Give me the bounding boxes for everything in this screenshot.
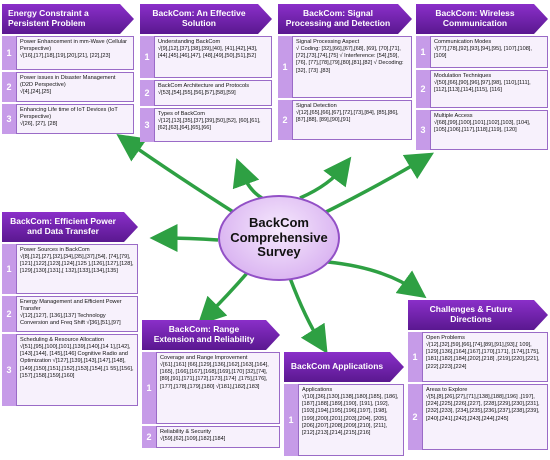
section-header: Challenges & Future Directions	[408, 300, 548, 330]
center-line-1: BackCom	[249, 214, 309, 230]
arrow-to-energy	[116, 133, 239, 217]
section-energy: Energy Constraint a Persistent Problem 1…	[2, 4, 134, 134]
section-header: BackCom Applications	[284, 352, 404, 382]
section-header: BackCom: An Effective Solution	[140, 4, 272, 34]
section-range-extension: BackCom: Range Extension and Reliability…	[142, 320, 280, 448]
section-signal-processing: BackCom: Signal Processing and Detection…	[278, 4, 412, 140]
arrow-to-power	[149, 224, 219, 253]
arrow-to-signal	[299, 156, 352, 200]
center-topic: BackCom Comprehensive Survey	[218, 195, 340, 281]
section-power-data-transfer: BackCom: Efficient Power and Data Transf…	[2, 212, 138, 406]
arrow-to-wireless	[319, 152, 435, 217]
section-header: BackCom: Efficient Power and Data Transf…	[2, 212, 138, 242]
arrow-to-apps	[288, 277, 328, 354]
section-header: BackCom: Range Extension and Reliability	[142, 320, 280, 350]
section-header: Energy Constraint a Persistent Problem	[2, 4, 134, 34]
section-header: BackCom: Wireless Communication	[416, 4, 548, 34]
arrow-to-challenges	[327, 260, 427, 299]
center-line-2: Comprehensive	[230, 229, 328, 245]
arrow-to-effective	[232, 158, 263, 200]
section-header: BackCom: Signal Processing and Detection	[278, 4, 412, 34]
center-line-3: Survey	[257, 244, 301, 260]
arrow-to-range	[197, 270, 250, 326]
